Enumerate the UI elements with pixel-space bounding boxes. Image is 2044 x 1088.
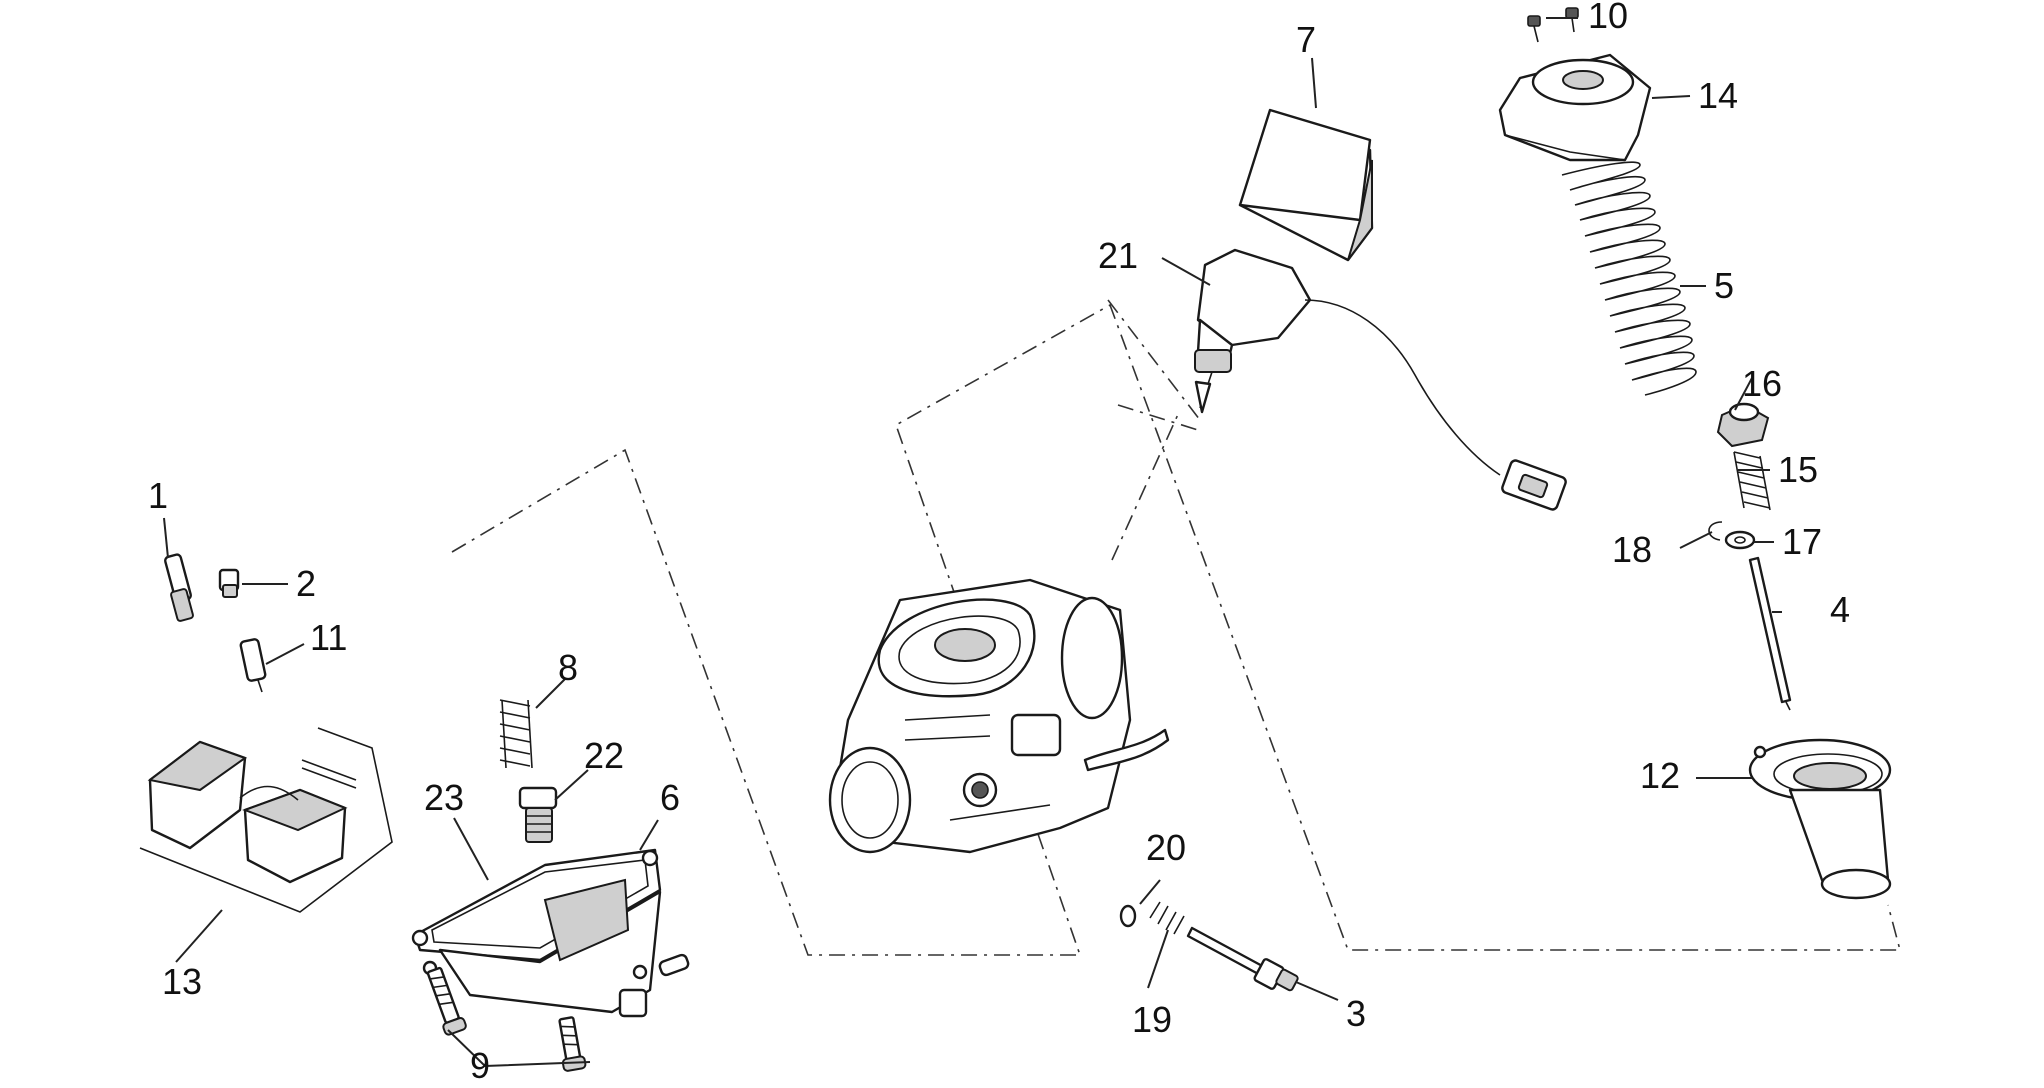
part-12-diaphragm	[1748, 738, 1892, 900]
part-15-spring	[1733, 451, 1771, 511]
callout-7: 7	[1296, 19, 1316, 60]
callout-23: 23	[424, 777, 464, 818]
part-1-jet	[164, 553, 194, 622]
callout-13: 13	[162, 961, 202, 1002]
callout-9: 9	[470, 1045, 490, 1086]
part-17-washer	[1724, 530, 1756, 550]
callout-15: 15	[1778, 449, 1818, 490]
part-11-pilot-jet	[239, 638, 267, 693]
leader-lines	[163, 17, 1782, 1068]
carburetor-body	[828, 578, 1170, 854]
callout-3: 3	[1346, 993, 1366, 1034]
callout-17: 17	[1782, 521, 1822, 562]
part-14-top-cap	[1498, 53, 1652, 162]
part-10-screws	[1527, 7, 1579, 43]
part-13-float	[139, 727, 393, 913]
part-21-auto-choke	[1194, 248, 1567, 511]
callout-5: 5	[1714, 265, 1734, 306]
callout-14: 14	[1698, 75, 1738, 116]
part-6-float-bowl	[411, 848, 690, 1018]
callout-16: 16	[1742, 363, 1782, 404]
callout-12: 12	[1640, 755, 1680, 796]
part-3-mixture-screw	[1186, 926, 1299, 992]
callout-2: 2	[296, 563, 316, 604]
part-20-o-ring	[1119, 904, 1137, 928]
callout-11: 11	[310, 617, 347, 658]
part-22-needle-valve	[518, 786, 558, 843]
callout-labels: 1 2 3 4 5 6 7 8 9 10 11 12 13 14 15 16 1…	[148, 0, 1850, 1086]
callout-10: 10	[1588, 0, 1628, 36]
part-8-spring	[499, 699, 533, 769]
callout-21: 21	[1098, 235, 1138, 276]
callout-6: 6	[660, 777, 680, 818]
part-19-spring	[1149, 901, 1185, 935]
callout-1: 1	[148, 475, 168, 516]
part-9-screws	[426, 966, 587, 1072]
part-7-cover	[1238, 108, 1374, 262]
callout-19: 19	[1132, 999, 1172, 1040]
assembly-boundary-lines	[451, 299, 1902, 956]
part-18-clip	[1708, 521, 1723, 541]
callout-20: 20	[1146, 827, 1186, 868]
part-2-screw	[218, 568, 240, 598]
part-4-jet-needle	[1748, 556, 1792, 711]
callout-8: 8	[558, 647, 578, 688]
callout-18: 18	[1612, 529, 1652, 570]
part-5-spring	[1561, 161, 1697, 396]
callout-22: 22	[584, 735, 624, 776]
callout-4: 4	[1830, 589, 1850, 630]
part-16-needle-holder	[1716, 402, 1770, 448]
